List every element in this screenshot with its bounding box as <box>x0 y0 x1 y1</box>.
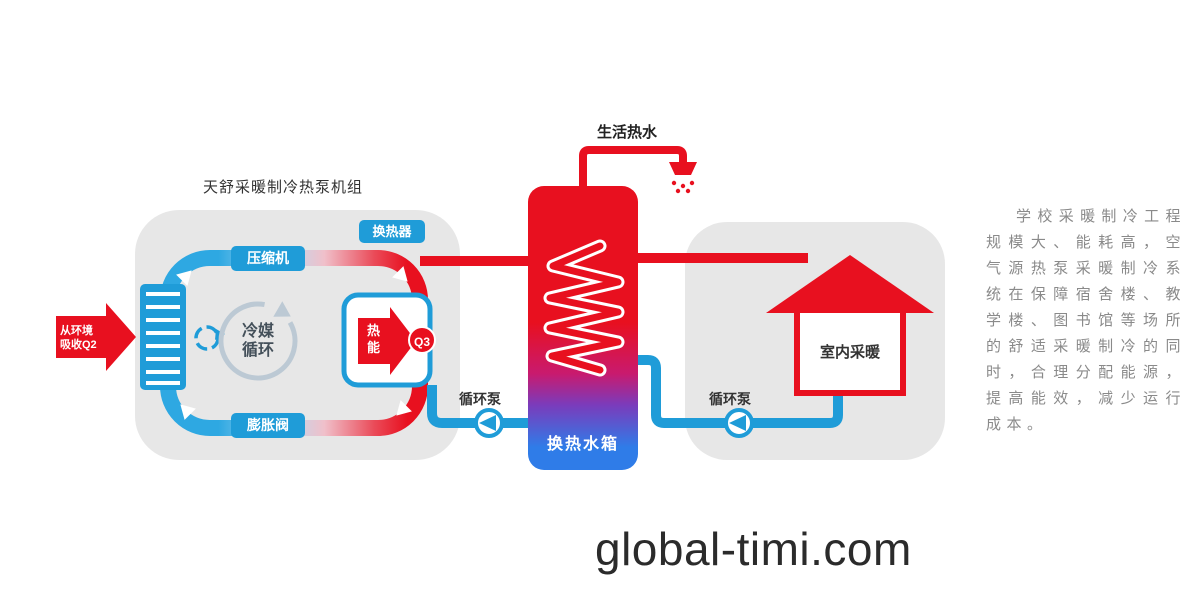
watermark-text: global-timi.com <box>595 523 912 575</box>
expansion-valve-badge: 膨胀阀 <box>231 413 305 438</box>
heat-energy-label: 热能 <box>366 323 380 355</box>
circulation-pump-left-icon <box>474 408 504 438</box>
refrigerant-cycle-arrow-icon <box>218 301 298 381</box>
compressor-badge: 压缩机 <box>231 246 305 271</box>
circulation-pump-left-label: 循环泵 <box>459 391 501 407</box>
hot-water-pipe <box>579 146 687 192</box>
shower-icon <box>669 162 697 194</box>
env-heat-label: 从环境 吸收Q2 <box>60 324 97 352</box>
tank-coil-icon <box>543 239 625 377</box>
refrigerant-cycle-label: 冷媒循环 <box>241 323 274 359</box>
house-icon <box>766 255 934 396</box>
circulation-pump-right-label: 循环泵 <box>709 391 751 407</box>
circulation-pump-right-icon <box>724 408 754 438</box>
q3-badge: Q3 <box>408 326 436 354</box>
heat-energy-arrow <box>358 307 416 375</box>
tank-label: 换热水箱 <box>546 436 619 453</box>
hot-water-label: 生活热水 <box>597 124 658 141</box>
env-heat-arrow <box>56 303 136 371</box>
return-pipe-right <box>635 355 843 428</box>
env-heat-label-line2: 吸收Q2 <box>60 339 97 351</box>
water-tank: 换热水箱 <box>528 186 638 470</box>
unit-title: 天舒采暖制冷热泵机组 <box>203 179 364 196</box>
heat-exchanger-badge: 换热器 <box>359 220 425 243</box>
return-pipe-left <box>427 385 548 428</box>
indoor-heating-label: 室内采暖 <box>819 344 880 361</box>
description-text: 学校采暖制冷工程规模大、能耗高，空气源热泵采暖制冷系统在保障宿舍楼、教学楼、图书… <box>986 208 1186 433</box>
env-heat-label-line1: 从环境 <box>60 325 93 337</box>
evaporator-icon <box>140 284 186 390</box>
